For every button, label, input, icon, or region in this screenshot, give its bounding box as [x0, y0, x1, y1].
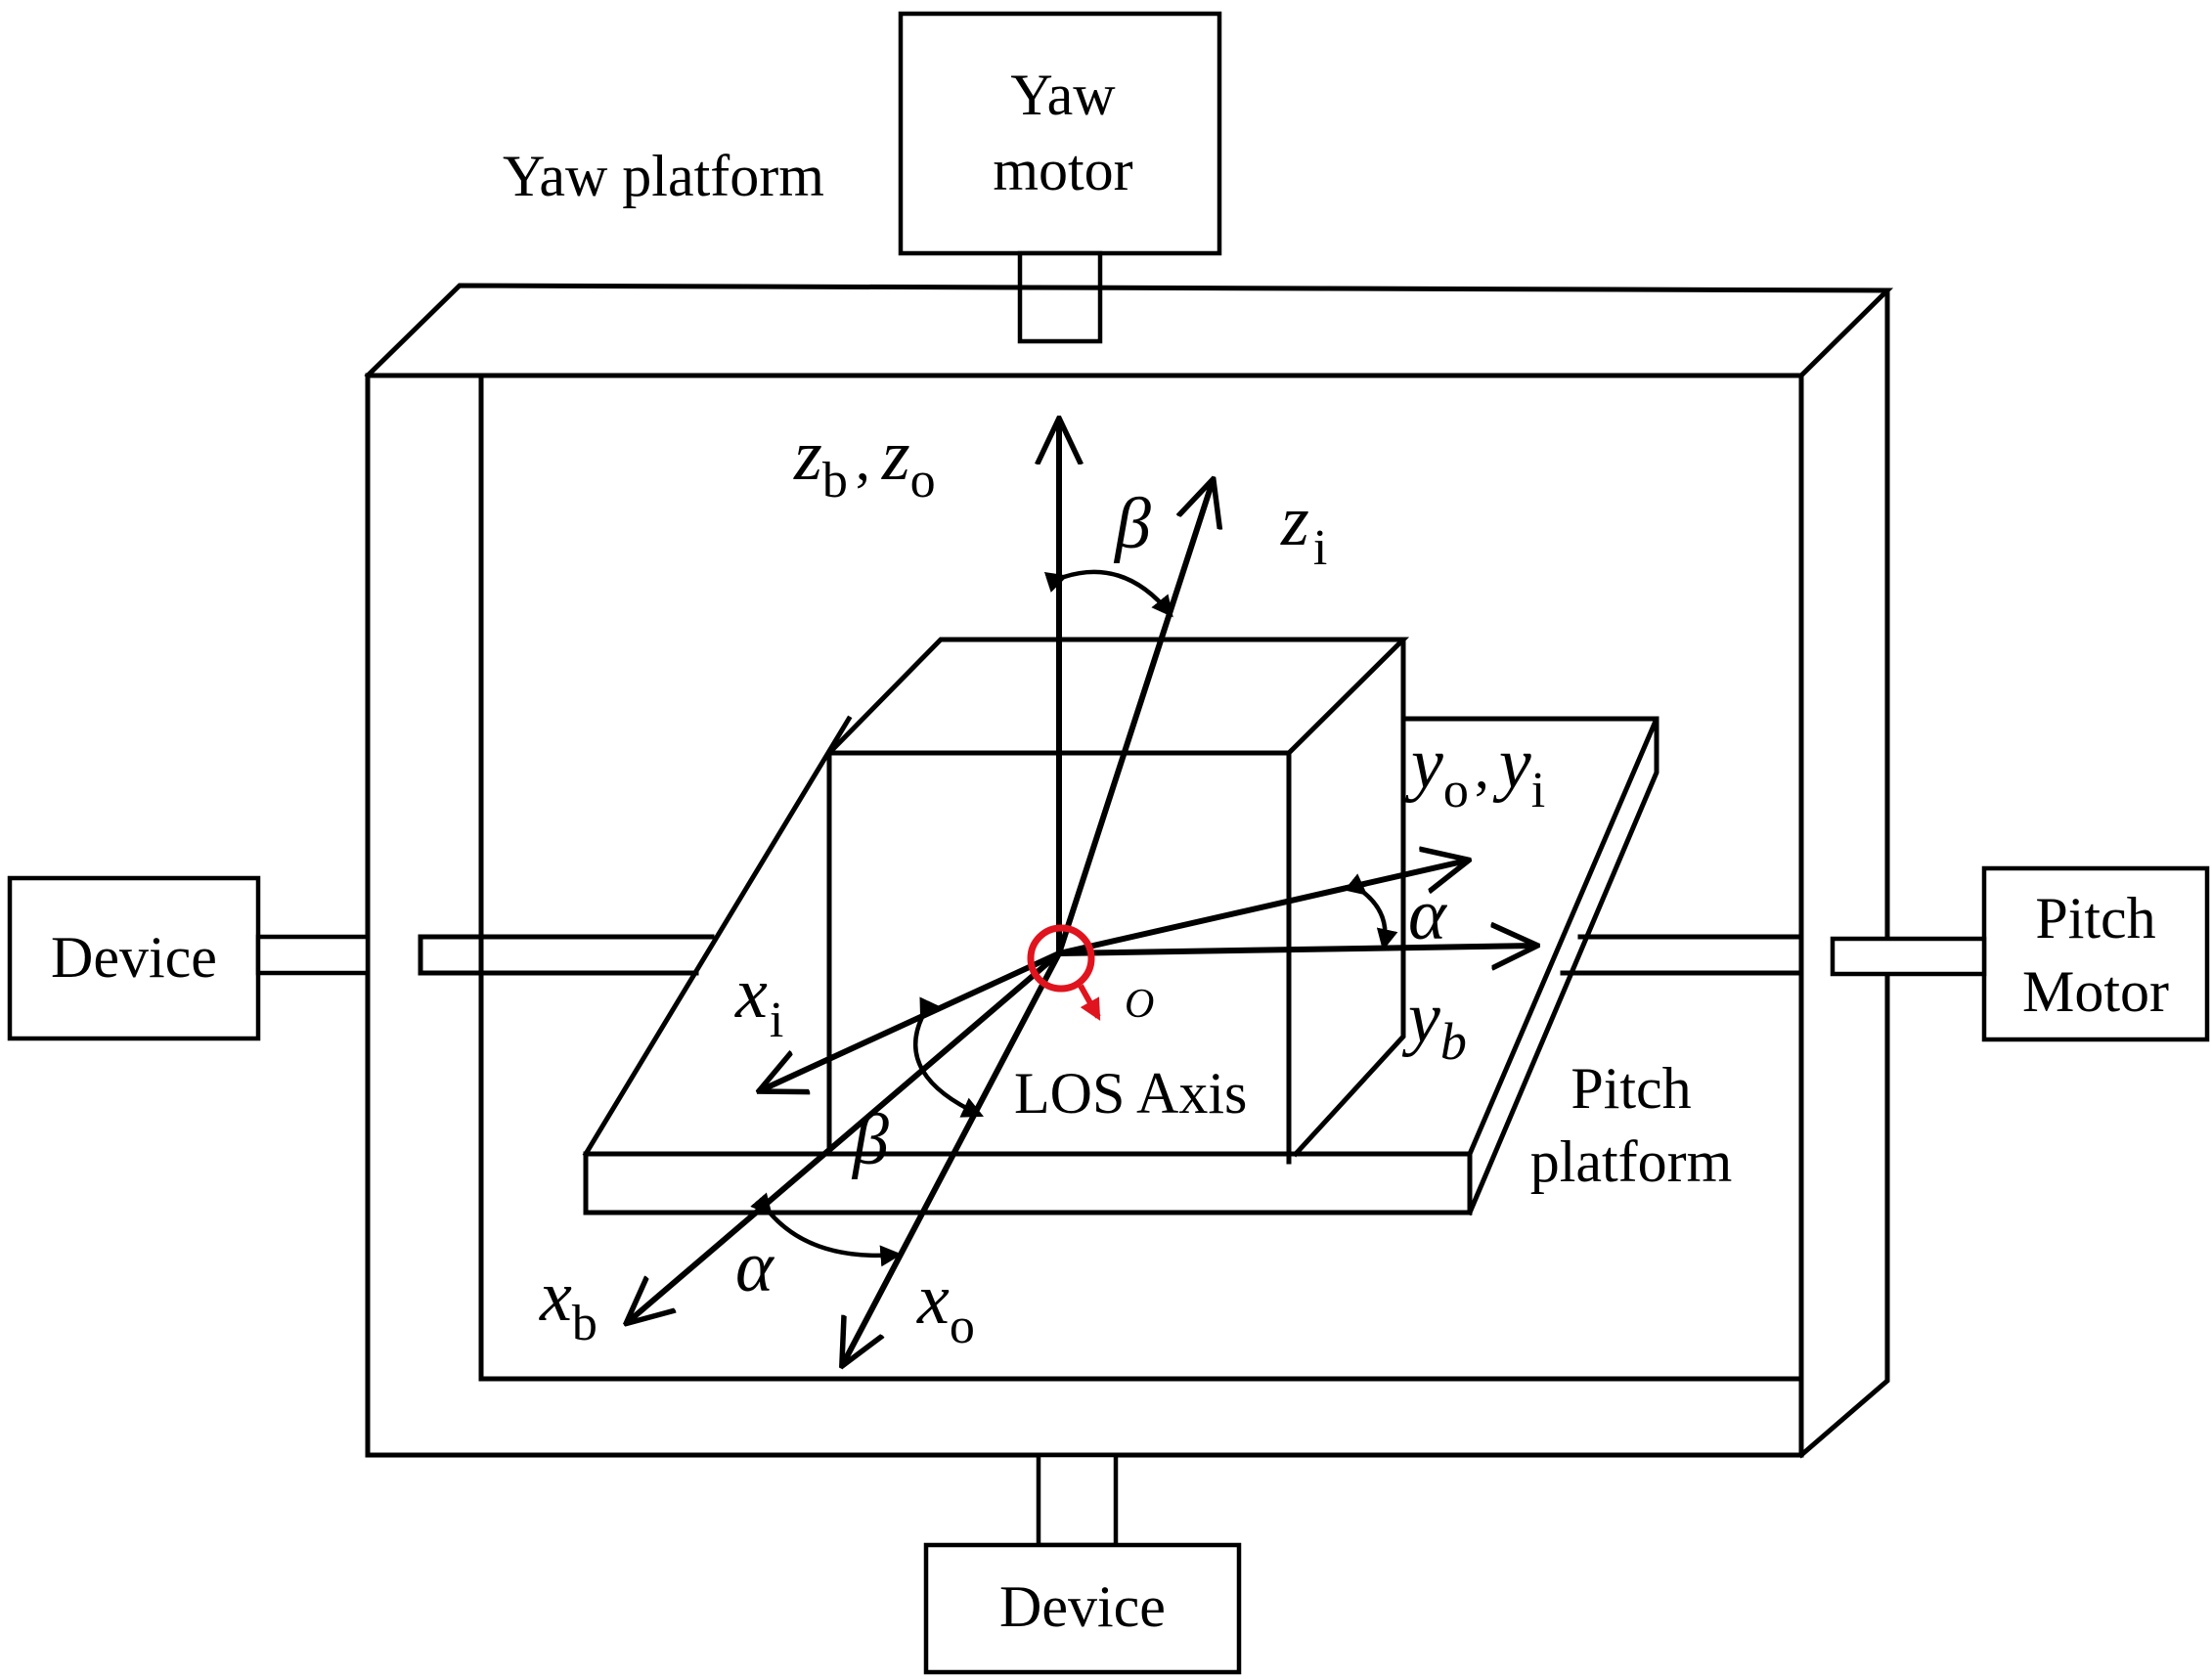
pitch-motor-shaft: [1830, 936, 1987, 977]
pitch-shaft-right: [1560, 934, 1800, 976]
yaw-motor: Yaw motor: [898, 11, 1222, 344]
arc-beta-top: [1043, 569, 1173, 618]
origin-marker: O: [1027, 924, 1154, 1027]
axis-xo: [843, 950, 1062, 1364]
pitch-motor: Pitch Motor: [1560, 865, 2210, 1042]
axis-labels: zb,zo zi yo,yi yb xi xb xo: [539, 416, 1545, 1354]
angle-arcs: [750, 569, 1398, 1267]
origin-label: O: [1125, 982, 1154, 1027]
axis-zi: [1056, 481, 1213, 956]
label-alpha-right: α: [1408, 875, 1448, 955]
axis-xi: [761, 950, 1062, 1090]
cube: [825, 637, 1410, 1165]
pitch-platform-label-1: Pitch: [1571, 1056, 1691, 1121]
yaw-motor-label-2: motor: [993, 138, 1132, 202]
device-left: Device: [7, 875, 715, 1041]
origin-arrow: [1078, 984, 1101, 1021]
pitch-motor-label-1: Pitch: [2035, 886, 2155, 950]
label-xi: xi: [734, 953, 783, 1048]
axes: [628, 420, 1535, 1364]
arc-alpha-right: [1344, 873, 1398, 951]
device-bottom-label: Device: [999, 1574, 1166, 1639]
label-zb-zo: zb,zo: [793, 416, 936, 508]
device-bottom: Device: [923, 1452, 1242, 1675]
angle-labels: β α β α: [735, 484, 1448, 1307]
label-zi: zi: [1280, 481, 1327, 576]
label-yo-yi: yo,yi: [1404, 724, 1545, 818]
los-axis-label: LOS Axis: [1014, 1061, 1247, 1126]
pitch-platform-label-2: platform: [1530, 1129, 1733, 1194]
arc-alpha-bottom: [750, 1192, 903, 1267]
origin-circle: [1027, 924, 1095, 993]
label-yb: yb: [1401, 978, 1467, 1071]
pitch-platform: [582, 715, 1659, 1216]
device-bottom-box: [923, 1542, 1242, 1675]
label-beta-bottom: β: [851, 1100, 889, 1180]
label-xo: xo: [916, 1259, 975, 1354]
axis-xb: [628, 950, 1062, 1322]
yaw-motor-shaft: [1017, 250, 1103, 344]
yaw-motor-label-1: Yaw: [1010, 63, 1116, 127]
label-beta-top: β: [1113, 484, 1151, 564]
label-xb: xb: [539, 1257, 597, 1351]
device-left-shaft: [255, 934, 371, 976]
pitch-shaft-left: [418, 934, 715, 976]
axis-yb: [1056, 946, 1535, 953]
pitch-motor-box: [1981, 865, 2210, 1042]
yaw-platform-frame: [364, 283, 1894, 1459]
yaw-platform-label: Yaw platform: [503, 144, 824, 208]
axis-yi: [1056, 861, 1467, 956]
arc-beta-bottom: [912, 996, 984, 1118]
device-left-label: Device: [51, 925, 217, 990]
device-bottom-shaft: [1036, 1452, 1119, 1548]
device-left-box: [7, 875, 261, 1041]
yaw-motor-box: [898, 11, 1222, 256]
label-alpha-bottom: α: [735, 1227, 775, 1307]
pitch-motor-label-2: Motor: [2022, 959, 2169, 1024]
